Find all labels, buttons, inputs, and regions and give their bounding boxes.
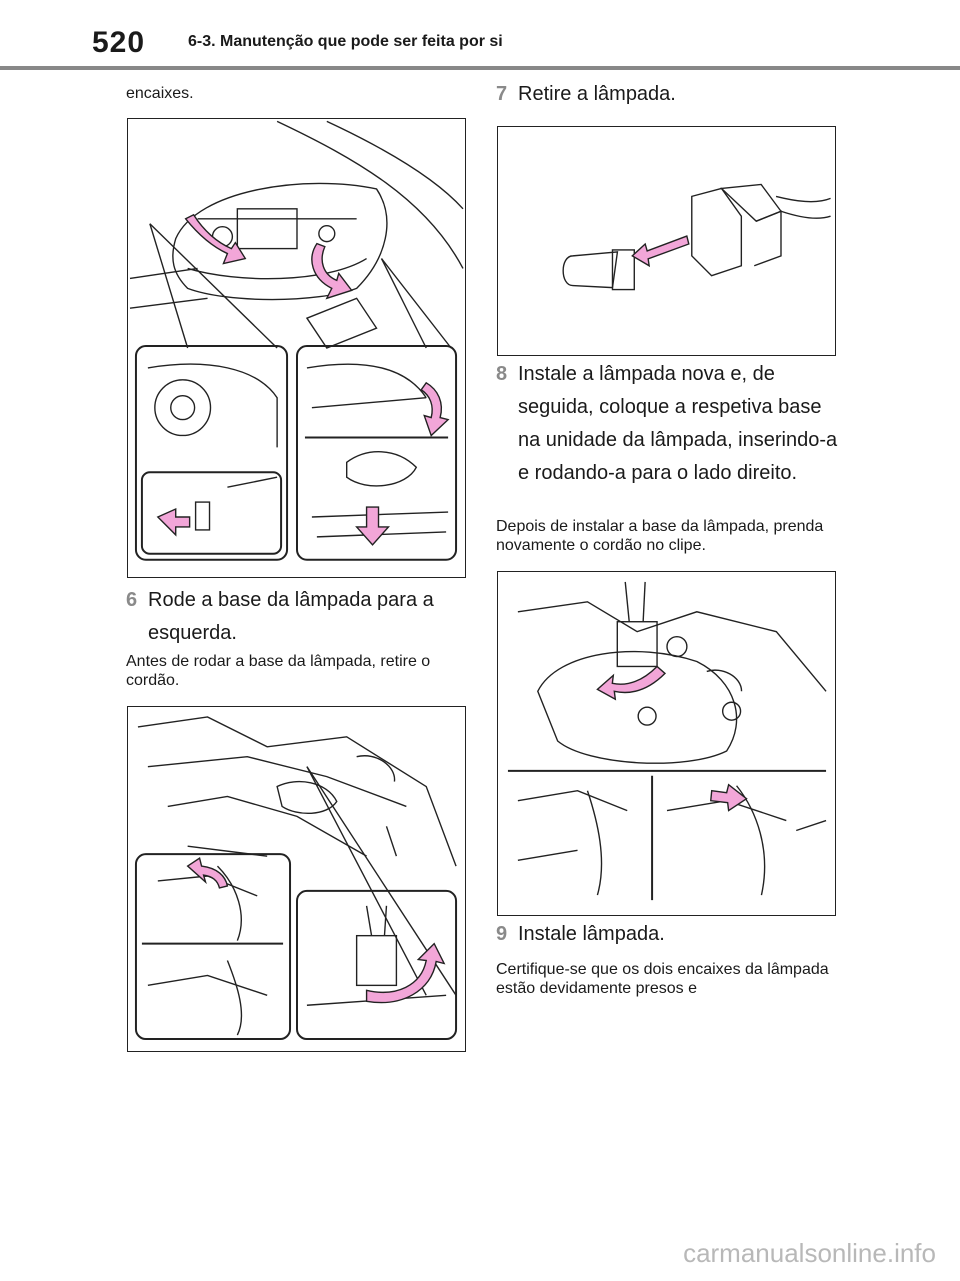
step-8-note: Depois de instalar a base da lâmpada, pr… — [496, 518, 824, 554]
step-6: 6 Rode a base da lâmpada para a esquerda… — [126, 584, 466, 650]
figure-remove-bulb — [497, 126, 836, 356]
step-8: 8 Instale a lâmpada nova e, de seguida, … — [496, 358, 841, 490]
mirror-clips-illustration — [129, 120, 464, 561]
arrow-icon — [184, 213, 247, 265]
figure-install-base — [497, 571, 836, 916]
intro-text: encaixes. — [126, 85, 194, 102]
step-9-number: 9 — [496, 923, 508, 945]
step-6-note: Antes de rodar a base da lâmpada, retire… — [126, 653, 431, 689]
install-base-illustration — [507, 581, 827, 901]
figure-rotate-base — [127, 706, 466, 1052]
step-9-note: Certifique-se que os dois encaixes da lâ… — [496, 961, 829, 997]
step-9: 9 Instale lâmpada. — [496, 918, 836, 951]
footer-watermark[interactable]: carmanualsonline.info — [683, 1238, 936, 1268]
figure-mirror-clips — [127, 118, 466, 578]
step-7-number: 7 — [496, 83, 508, 105]
step-7: 7 Retire a lâmpada. — [496, 78, 836, 111]
page-header: 520 6-3. Manutenção que pode ser feita p… — [0, 0, 960, 72]
step-6-number: 6 — [126, 589, 138, 611]
step-9-title: Instale lâmpada. — [518, 923, 665, 945]
step-8-title: Instale a lâmpada nova e, de seguida, co… — [518, 363, 838, 484]
section-title: 6-3. Manutenção que pode ser feita por s… — [188, 33, 503, 50]
step-6-title: Rode a base da lâmpada para a esquerda. — [148, 589, 434, 644]
page-number: 520 — [92, 26, 146, 59]
step-8-number: 8 — [496, 363, 508, 385]
rotate-base-illustration — [134, 716, 458, 1041]
remove-bulb-illustration — [562, 183, 831, 291]
step-7-title: Retire a lâmpada. — [518, 83, 676, 105]
header-rule — [0, 66, 960, 70]
